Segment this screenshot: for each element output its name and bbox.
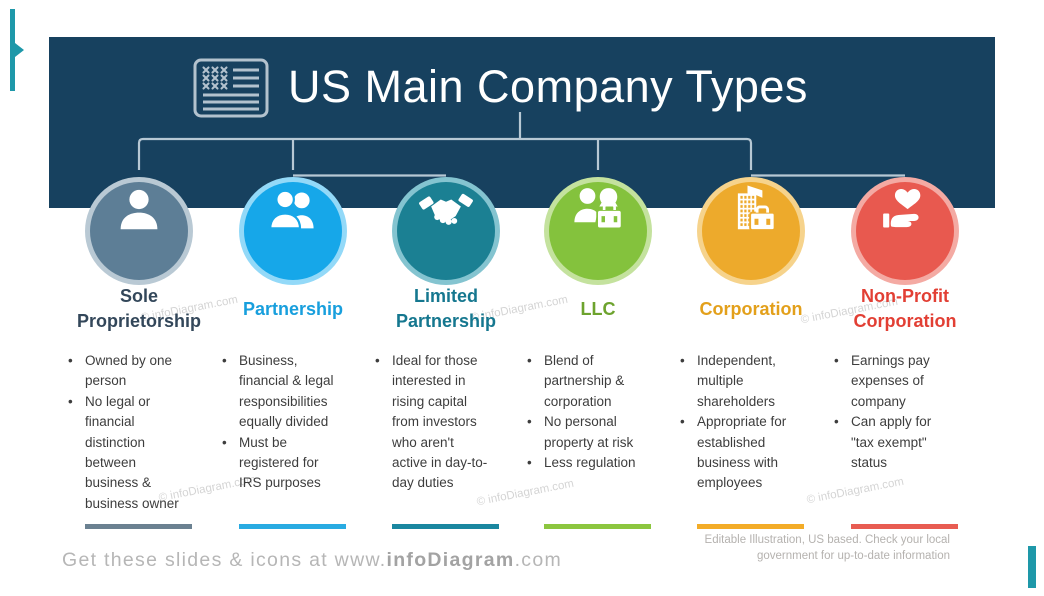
bullet-dot xyxy=(527,351,544,412)
type-label: Limited Partnership xyxy=(395,286,497,331)
left-accent-bar xyxy=(10,9,15,91)
bullet-dot xyxy=(680,351,697,412)
list-item: Earnings pay expenses of company xyxy=(834,351,980,412)
building-briefcase-icon xyxy=(737,185,776,232)
type-circle xyxy=(856,182,954,280)
type-label: Corporation xyxy=(699,298,803,319)
bullet-list: Business, financial & legal responsibili… xyxy=(222,351,368,494)
disclaimer-text: Editable Illustration, US based. Check y… xyxy=(704,534,950,562)
list-item: Must be registered for IRS purposes xyxy=(222,433,368,494)
us-flag-icon xyxy=(193,58,269,118)
right-accent-bar xyxy=(1028,546,1036,588)
type-label: Non-Profit Corporation xyxy=(853,286,957,331)
left-accent-arrow-icon xyxy=(15,43,24,57)
underline-bar xyxy=(544,524,651,529)
promo-prefix: Get these slides & icons at www. xyxy=(62,549,387,571)
type-circle xyxy=(90,182,188,280)
type-column-limited-partnership: Limited Partnership Ideal for those inte… xyxy=(371,161,521,581)
bullet-dot xyxy=(834,412,851,473)
bullet-list: Blend of partnership & corporation No pe… xyxy=(527,351,673,473)
underline-bar xyxy=(392,524,499,529)
type-circle xyxy=(549,182,647,280)
person-icon xyxy=(120,189,158,230)
type-column-llc: LLC Blend of partnership & corporation N… xyxy=(523,161,673,581)
underline-bar xyxy=(697,524,804,529)
list-item: No legal or financial distinction betwee… xyxy=(68,392,214,514)
type-label: LLC xyxy=(580,298,616,319)
bullet-dot xyxy=(222,351,239,433)
person-briefcase-icon xyxy=(574,188,623,230)
bullet-list: Owned by one person No legal or financia… xyxy=(68,351,214,514)
list-item: Independent, multiple shareholders xyxy=(680,351,826,412)
hand-heart-icon xyxy=(883,189,921,228)
list-item: Business, financial & legal responsibili… xyxy=(222,351,368,433)
list-item: Owned by one person xyxy=(68,351,214,392)
page-title: US Main Company Types xyxy=(288,61,808,112)
list-item: Blend of partnership & corporation xyxy=(527,351,673,412)
handshake-icon xyxy=(419,193,473,225)
bullet-dot xyxy=(222,433,239,494)
promo-suffix: .com xyxy=(514,549,563,571)
type-circle xyxy=(702,182,800,280)
bullet-list: Earnings pay expenses of company Can app… xyxy=(834,351,980,473)
promo-text: Get these slides & icons at www.infoDiag… xyxy=(62,549,562,572)
promo-brand: infoDiagram xyxy=(386,549,515,571)
bullet-dot xyxy=(68,392,85,514)
list-item: Can apply for "tax exempt" status xyxy=(834,412,980,473)
underline-bar xyxy=(851,524,958,529)
type-column-sole-proprietorship: Sole Proprietorship Owned by one person … xyxy=(64,161,214,581)
bullet-list: Independent, multiple shareholders Appro… xyxy=(680,351,826,494)
type-column-corporation: Corporation Independent, multiple shareh… xyxy=(676,161,826,581)
bullet-dot xyxy=(527,453,544,473)
bullet-list: Ideal for those interested in rising cap… xyxy=(375,351,521,494)
bullet-dot xyxy=(680,412,697,494)
bullet-dot xyxy=(834,351,851,412)
bullet-dot xyxy=(375,351,392,494)
partnership-icon xyxy=(269,189,314,230)
type-column-nonprofit-corporation: Non-Profit Corporation Earnings pay expe… xyxy=(830,161,980,581)
list-item: Appropriate for established business wit… xyxy=(680,412,826,494)
type-column-partnership: Partnership Business, financial & legal … xyxy=(218,161,368,581)
list-item: No personal property at risk xyxy=(527,412,673,453)
header-band xyxy=(49,37,995,208)
type-label: Sole Proprietorship xyxy=(76,286,201,331)
type-circle xyxy=(397,182,495,280)
list-item: Less regulation xyxy=(527,453,673,473)
bullet-dot xyxy=(527,412,544,453)
underline-bar xyxy=(85,524,192,529)
list-item: Ideal for those interested in rising cap… xyxy=(375,351,521,494)
bullet-dot xyxy=(68,351,85,392)
type-label: Partnership xyxy=(242,298,344,319)
type-circle xyxy=(244,182,342,280)
underline-bar xyxy=(239,524,346,529)
